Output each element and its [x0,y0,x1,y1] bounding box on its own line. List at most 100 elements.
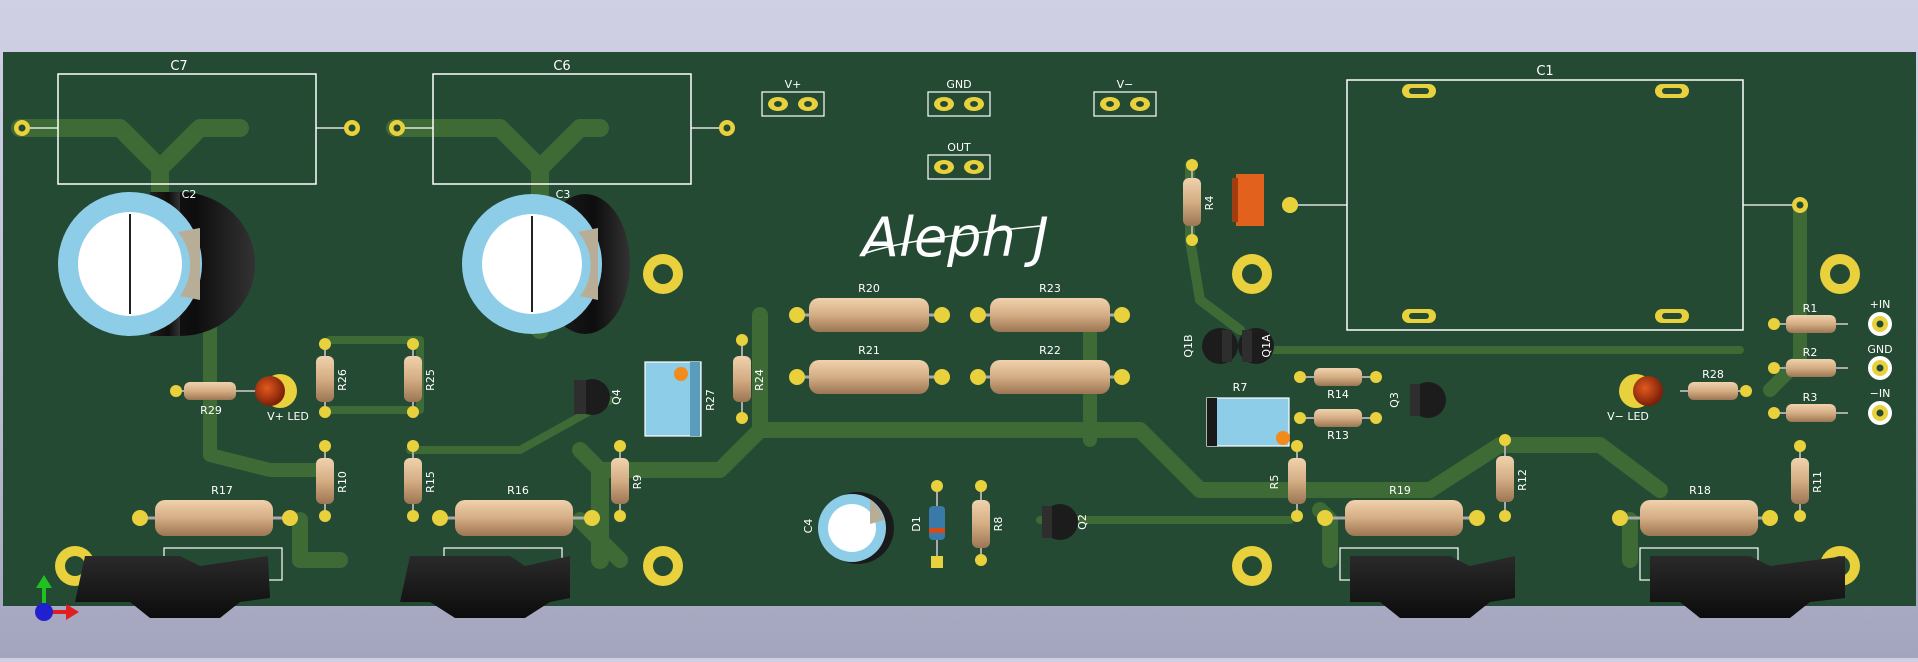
r21-label: R21 [858,344,880,357]
r8-label: R8 [992,517,1005,532]
v-plus-label: V+ [785,78,802,91]
c6-label: C6 [553,59,570,74]
transistor-q4: Q4 [574,379,623,415]
r12-label: R12 [1516,469,1529,491]
resistor-r23: R23 [970,282,1130,332]
resistor-r2: R2 [1768,346,1848,377]
capacitor-c2: C2 [58,188,255,336]
out-label: OUT [947,141,971,154]
r5-label: R5 [1268,475,1281,490]
capacitor-c4: C4 [802,492,894,564]
q4-label: Q4 [610,389,623,405]
r4-label: R4 [1203,196,1216,211]
r28-label: R28 [1702,368,1724,381]
resistor-r29: R29 [170,382,262,417]
connector-out: OUT [927,141,991,180]
transistor-q1b: Q1B [1182,328,1238,364]
capacitor-c3: C3 [462,188,630,334]
r3-label: R3 [1803,391,1818,404]
resistor-r8: R8 [972,480,1005,566]
r15-label: R15 [424,471,437,493]
transistor-q1a: Q1A [1238,328,1274,364]
q2-label: Q2 [1076,514,1089,530]
resistor-r12: R12 [1496,434,1529,522]
resistor-r22: R22 [970,344,1130,394]
vminus-led-label: V− LED [1607,410,1649,423]
q3-label: Q3 [1388,392,1401,408]
resistor-r16: R16 [432,484,600,536]
c1-label: C1 [1536,64,1553,79]
resistor-r14: R14 [1294,368,1382,401]
r11-label: R11 [1811,471,1824,493]
r7-label: R7 [1233,381,1248,394]
diode-d1: D1 [910,480,945,568]
resistor-r19: R19 [1317,484,1485,536]
resistor-r10: R10 [316,440,349,522]
resistor-r17: R17 [132,484,298,536]
capacitor-orange [1232,174,1298,226]
resistor-r1: R1 [1768,302,1848,333]
resistor-r25: R25 [404,338,437,418]
resistor-r11: R11 [1791,440,1824,522]
r10-label: R10 [336,471,349,493]
r23-label: R23 [1039,282,1061,295]
power-transistor-4 [1639,547,1845,618]
input-terminals: +IN GND −IN [1867,298,1893,425]
r19-label: R19 [1389,484,1411,497]
resistor-r5: R5 [1268,440,1306,522]
r14-label: R14 [1327,388,1349,401]
axis-gizmo [35,575,79,621]
v-minus-label: V− [1117,78,1134,91]
r18-label: R18 [1689,484,1711,497]
led-v-minus: V− LED [1607,374,1663,423]
q1b-label: Q1B [1182,334,1195,357]
vplus-led-label: V+ LED [267,410,309,423]
resistor-r20: R20 [789,282,950,332]
svg-text:Aleph J: Aleph J [859,206,1049,269]
r9-label: R9 [631,475,644,490]
power-transistor-3 [1339,547,1515,618]
resistor-r3: R3 [1768,391,1848,422]
c2-label: C2 [182,188,197,201]
resistor-r24: R24 [733,334,766,424]
r26-label: R26 [336,369,349,391]
copper-traces [11,119,1807,569]
resistor-r9: R9 [611,440,644,522]
connector-gnd: GND [927,78,991,117]
r25-label: R25 [424,369,437,391]
r24-label: R24 [753,369,766,391]
resistor-r15: R15 [404,440,437,522]
signature: Aleph J [859,206,1049,269]
power-transistor-1 [75,547,283,618]
q1a-label: Q1A [1260,334,1273,358]
in-minus-label: −IN [1870,387,1891,400]
power-transistor-2 [400,547,570,618]
gnd-label: GND [946,78,971,91]
connector-v-plus: V+ [761,78,825,117]
r16-label: R16 [507,484,529,497]
d1-label: D1 [910,516,923,531]
resistor-r21: R21 [789,344,950,394]
transistor-q2: Q2 [1042,504,1089,540]
trimmer-r7: R7 [1206,381,1290,447]
in-plus-label: +IN [1870,298,1891,311]
capacitor-c6: C6 [389,59,735,185]
r20-label: R20 [858,282,880,295]
transistor-q3: Q3 [1388,382,1446,418]
resistor-r28: R28 [1680,368,1752,400]
r13-label: R13 [1327,429,1349,442]
r27-label: R27 [704,389,717,411]
r22-label: R22 [1039,344,1061,357]
resistor-r18: R18 [1612,484,1778,536]
r17-label: R17 [211,484,233,497]
c7-label: C7 [170,59,187,74]
resistor-r13: R13 [1294,409,1382,442]
r1-label: R1 [1803,302,1818,315]
c3-label: C3 [556,188,571,201]
connector-v-minus: V− [1093,78,1157,117]
in-gnd-label: GND [1867,343,1892,356]
capacitor-c7: C7 [14,59,360,185]
resistor-r26: R26 [316,338,349,418]
